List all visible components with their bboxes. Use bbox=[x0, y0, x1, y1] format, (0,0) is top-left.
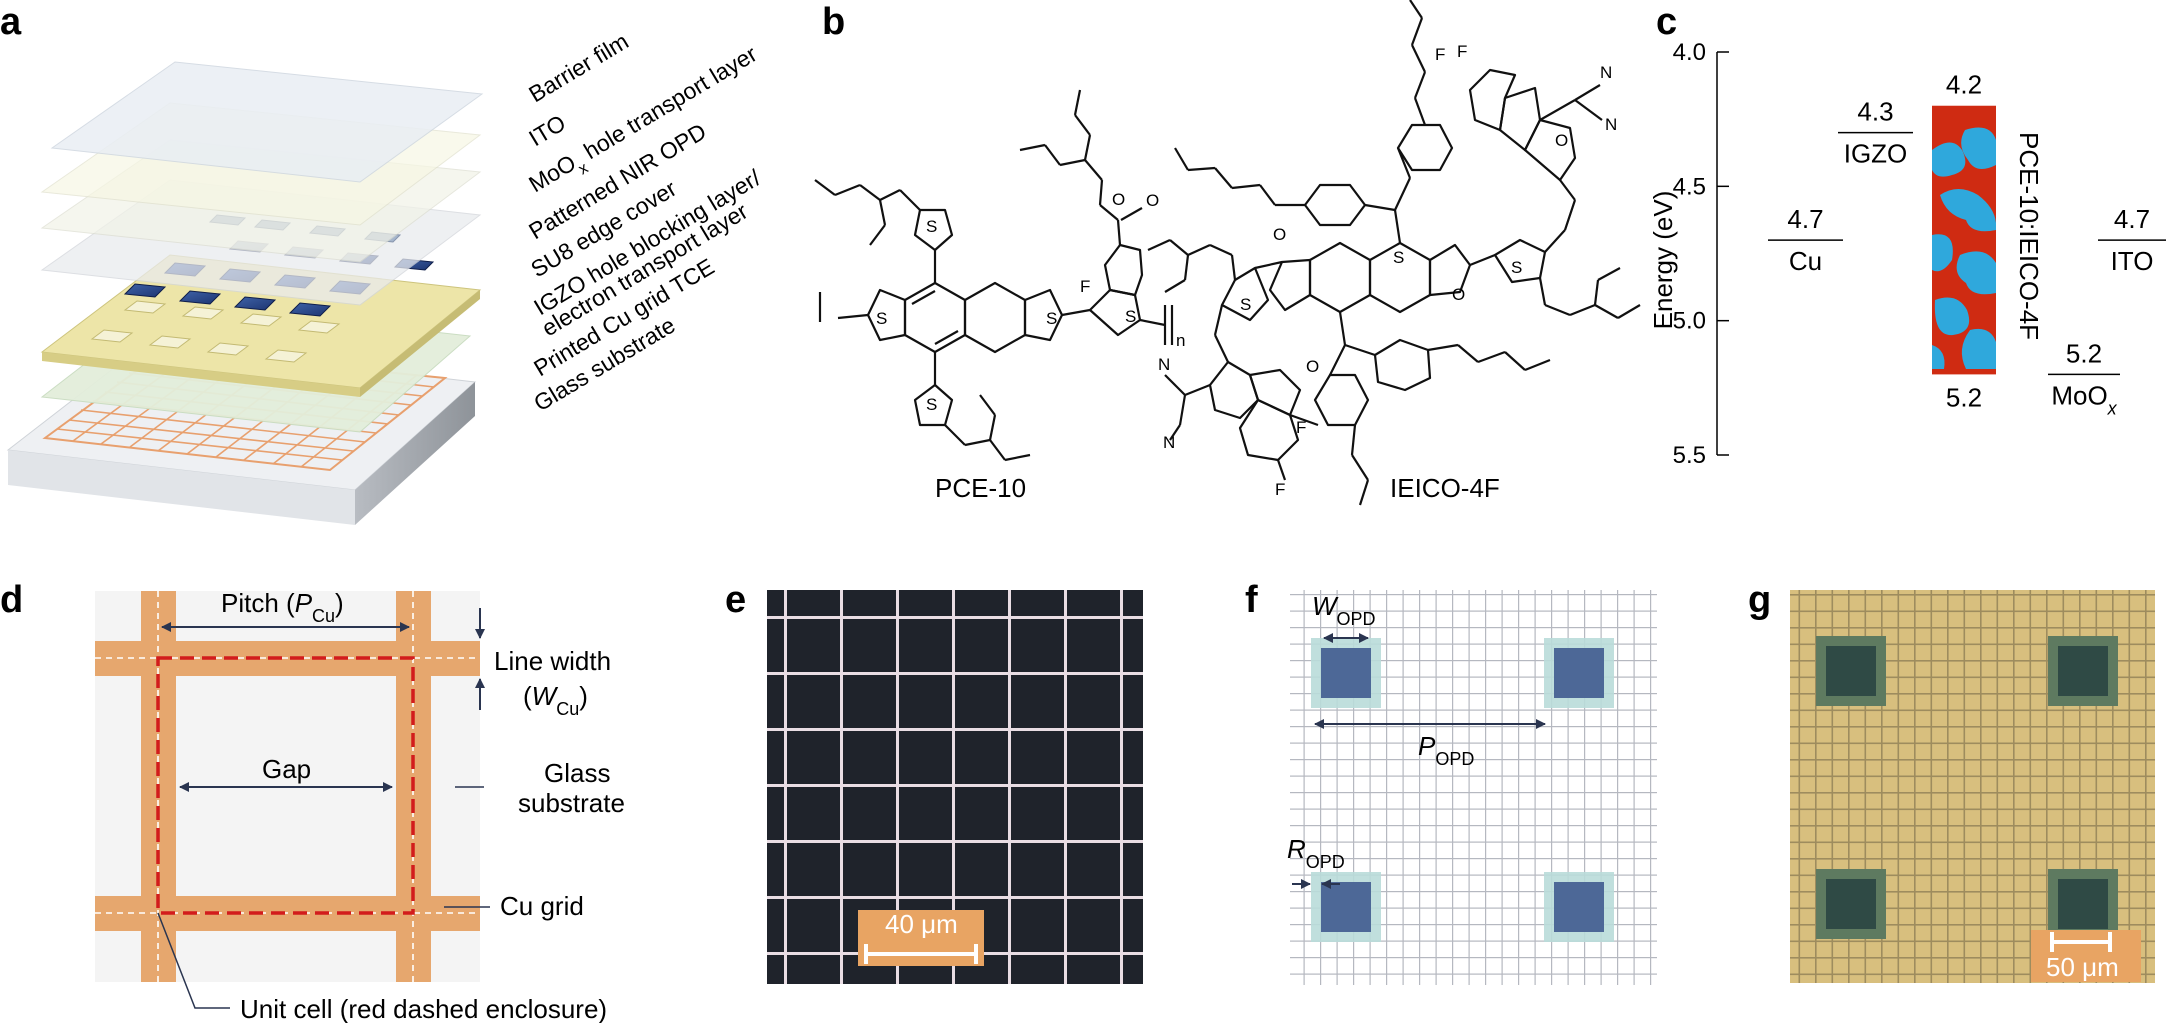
scalebar-g-label: 50 μm bbox=[2046, 952, 2119, 982]
panel-letter-b: b bbox=[822, 1, 845, 43]
atom-s: S bbox=[1046, 309, 1057, 328]
atom-f: F bbox=[1080, 277, 1090, 296]
scalebar-e: 40 μm bbox=[858, 909, 984, 966]
layer-label-1: ITO bbox=[524, 109, 570, 151]
atom-s: S bbox=[876, 309, 887, 328]
atom-n-repeat: n bbox=[1176, 331, 1185, 350]
panel-letter-d: d bbox=[0, 579, 23, 621]
atom-o: O bbox=[1306, 357, 1319, 376]
y-tick-label: 4.0 bbox=[1673, 39, 1706, 66]
y-tick-label: 5.5 bbox=[1673, 442, 1706, 469]
atom-n: N bbox=[1163, 433, 1175, 452]
p-opd-label: POPD bbox=[1418, 731, 1474, 769]
ieico4f-structure bbox=[1147, 0, 1641, 506]
panel-letter-a: a bbox=[0, 1, 22, 43]
barrier-film-layer bbox=[50, 61, 484, 183]
panel-b: b bbox=[814, 0, 1641, 506]
panel-e: e 40 μm bbox=[725, 579, 1143, 984]
layer-label-0: Barrier film bbox=[524, 28, 633, 108]
atom-s: S bbox=[926, 395, 937, 414]
energy-level-value: 5.2 bbox=[2066, 338, 2102, 368]
atom-n: N bbox=[1605, 115, 1617, 134]
glass-label-line2: substrate bbox=[518, 788, 625, 818]
panel-a: a bbox=[0, 1, 766, 525]
glass-label-line1: Glass bbox=[544, 758, 610, 788]
active-top-value: 4.2 bbox=[1946, 70, 1982, 100]
energy-level-value: 4.7 bbox=[2114, 204, 2150, 234]
panel-c: c Energy (eV) 4.04.55.05.5 4.7Cu4.3IGZO4… bbox=[1648, 1, 2166, 469]
atom-o: O bbox=[1452, 285, 1465, 304]
panel-f: f WOPD POPD ROPD bbox=[1245, 579, 1657, 985]
y-tick-label: 4.5 bbox=[1673, 173, 1706, 200]
molecule-label-pce10: PCE-10 bbox=[935, 473, 1026, 503]
panel-letter-e: e bbox=[725, 579, 746, 621]
scalebar-g: 50 μm bbox=[2031, 930, 2141, 982]
atom-s: S bbox=[1393, 248, 1404, 267]
atom-s: S bbox=[1240, 295, 1251, 314]
layer-label-text: ITO bbox=[524, 109, 570, 151]
pitch-label: Pitch (PCu) bbox=[221, 588, 344, 626]
energy-level-label: ITO bbox=[2111, 246, 2154, 276]
atom-f: F bbox=[1457, 42, 1467, 61]
panel-letter-f: f bbox=[1245, 579, 1258, 621]
y-axis-label: Energy (eV) bbox=[1648, 191, 1678, 330]
molecule-label-ieico4f: IEICO-4F bbox=[1390, 473, 1500, 503]
active-bottom-value: 5.2 bbox=[1946, 382, 1982, 412]
layer-label-text: Barrier film bbox=[524, 28, 633, 108]
atom-o: O bbox=[1112, 190, 1125, 209]
linewidth-symbol: (WCu) bbox=[523, 681, 588, 719]
scalebar-e-label: 40 μm bbox=[885, 909, 958, 939]
pce10-atom-labels: S S S S S F O O n bbox=[876, 190, 1185, 414]
energy-level-value: 4.3 bbox=[1857, 97, 1893, 127]
energy-level-label: Cu bbox=[1789, 246, 1822, 276]
panel-letter-g: g bbox=[1748, 579, 1771, 621]
unitcell-leader-line bbox=[157, 912, 230, 1009]
unit-cell-enclosure bbox=[156, 656, 415, 915]
atom-o: O bbox=[1146, 191, 1159, 210]
gap-label: Gap bbox=[262, 754, 311, 784]
energy-level-label: MoOx bbox=[2051, 380, 2117, 418]
grid-centerlines bbox=[95, 591, 480, 982]
atom-o: O bbox=[1273, 225, 1286, 244]
energy-level-label: IGZO bbox=[1844, 139, 1908, 169]
atom-n: N bbox=[1158, 355, 1170, 374]
atom-n: N bbox=[1600, 63, 1612, 82]
panel-d: d Pitch (PCu) Line width (WCu) Gap Glass… bbox=[0, 579, 625, 1023]
linewidth-label: Line width bbox=[494, 646, 611, 676]
opd-pixels bbox=[1311, 638, 1614, 942]
panel-g: g 50 μm bbox=[1748, 579, 2155, 983]
atom-f: F bbox=[1435, 45, 1445, 64]
atom-f: F bbox=[1296, 418, 1306, 437]
atom-s: S bbox=[1511, 258, 1522, 277]
active-layer-morphology bbox=[1932, 105, 1996, 375]
atom-o: O bbox=[1555, 131, 1568, 150]
y-axis-ticks: 4.0 4.5 5.0 5.5 bbox=[1673, 39, 1729, 469]
r-opd-label: ROPD bbox=[1287, 834, 1345, 872]
atom-f: F bbox=[1275, 480, 1285, 499]
active-layer-acceptor-domains bbox=[1932, 127, 1996, 369]
opd-pixels-photo bbox=[1816, 636, 2118, 939]
atom-s: S bbox=[1125, 307, 1136, 326]
pce10-structure bbox=[814, 89, 1174, 462]
y-tick-label: 5.0 bbox=[1673, 308, 1706, 335]
ieico4f-atom-labels: S S S O O O O F F F F N N N N bbox=[1158, 42, 1617, 499]
energy-level-value: 4.7 bbox=[1787, 204, 1823, 234]
w-opd-label: WOPD bbox=[1312, 591, 1376, 629]
cugrid-label: Cu grid bbox=[500, 891, 584, 921]
panel-letter-c: c bbox=[1656, 1, 1677, 43]
active-layer-label: PCE-10:IEICO-4F bbox=[2014, 132, 2044, 340]
atom-s: S bbox=[926, 217, 937, 236]
unitcell-label: Unit cell (red dashed enclosure) bbox=[240, 994, 607, 1023]
